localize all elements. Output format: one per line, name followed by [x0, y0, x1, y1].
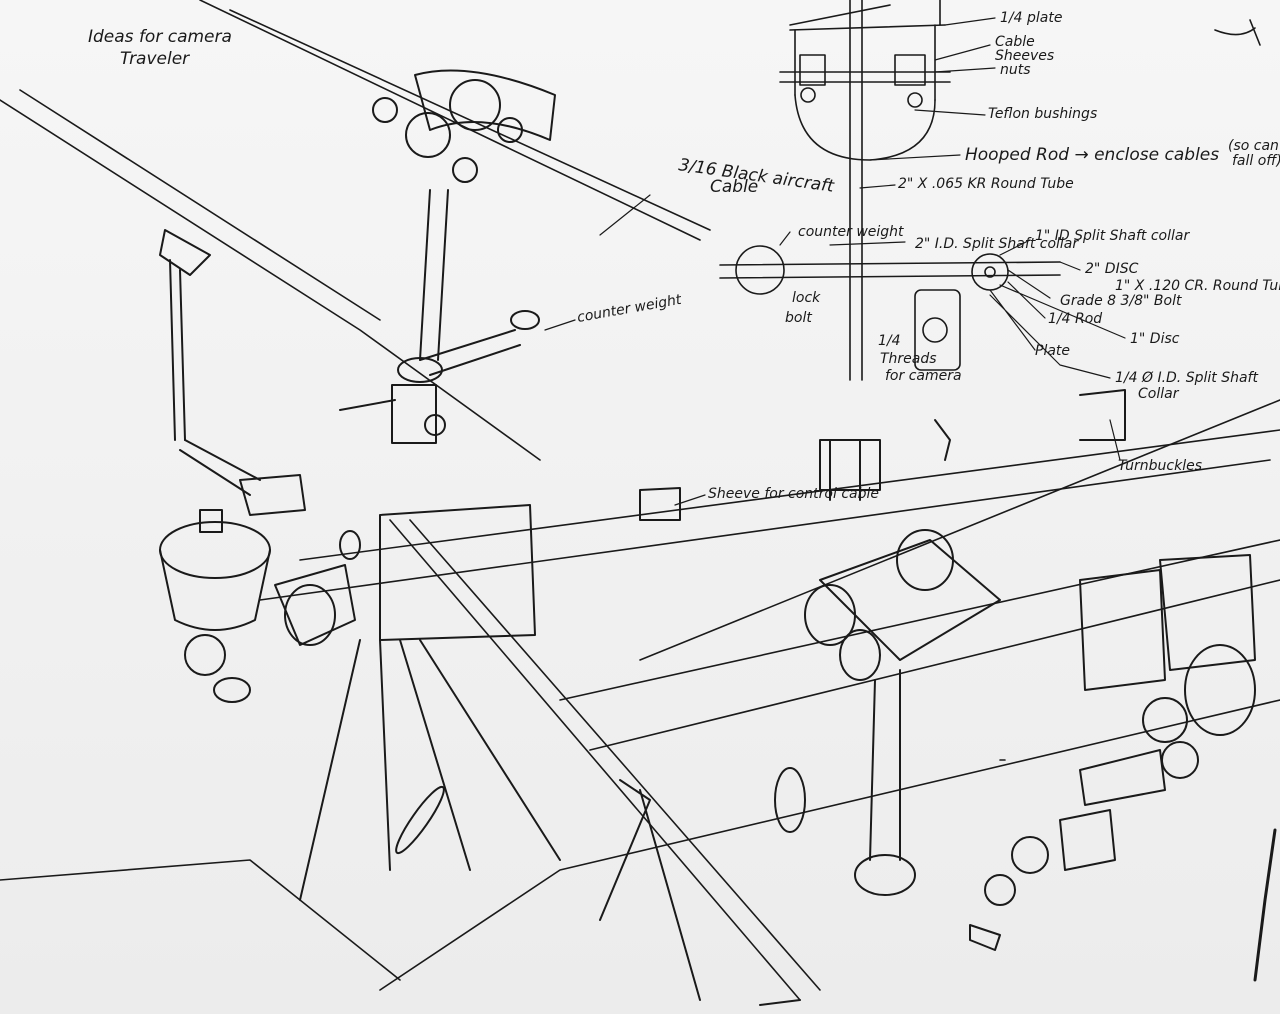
label-split-collar-quarter-2: Collar — [1138, 386, 1180, 402]
leader-lines — [544, 17, 1126, 506]
label-nuts: nuts — [1000, 62, 1031, 78]
label-sheeve-control-cable: Sheeve for control cable — [708, 486, 879, 502]
label-cable-sheeves-2: Sheeves — [995, 48, 1054, 64]
label-disc-1in: 1" Disc — [1130, 331, 1180, 347]
label-quarter-plate: 1/4 plate — [1000, 10, 1062, 26]
right-camera-assembly — [969, 554, 1256, 951]
center-traveler — [599, 389, 1126, 1006]
label-turnbuckles: Turnbuckles — [1118, 458, 1202, 474]
label-split-collar-quarter-1: 1/4 Ø I.D. Split Shaft — [1115, 370, 1258, 386]
left-camera-assembly — [159, 474, 561, 901]
title-line-1: Ideas for camera — [88, 27, 232, 47]
label-split-collar-1in: 1" ID Split Shaft collar — [1035, 228, 1190, 244]
label-split-collar-2in: 2" I.D. Split Shaft collar — [915, 236, 1079, 252]
label-teflon-bushings: Teflon bushings — [988, 106, 1097, 122]
label-threads-1: 1/4 — [878, 333, 901, 349]
label-cable-sheeves-1: Cable — [995, 34, 1035, 50]
label-so-cant-1: (so can't — [1228, 138, 1280, 154]
label-threads-2: Threads — [880, 351, 937, 367]
label-round-tube-2in: 2" X .065 KR Round Tube — [898, 176, 1074, 192]
label-bolt: bolt — [785, 310, 812, 326]
title-line-2: Traveler — [120, 49, 190, 69]
label-lock: lock — [792, 290, 821, 306]
label-quarter-rod: 1/4 Rod — [1048, 311, 1102, 327]
label-counter-weight-left: counter weight — [576, 292, 683, 326]
upper-traveler — [159, 69, 556, 496]
label-hooped-rod: Hooped Rod → enclose cables — [965, 145, 1219, 165]
annotations: Ideas for camera Traveler 3/16 Black air… — [88, 10, 1280, 502]
label-round-tube-1in: 1" X .120 CR. Round Tube — [1115, 278, 1280, 294]
label-counter-weight-right: counter weight — [798, 224, 904, 240]
label-aircraft-cable-2: Cable — [710, 177, 758, 197]
label-disc-2in: 2" DISC — [1085, 261, 1139, 277]
label-grade8-bolt: Grade 8 3/8" Bolt — [1060, 293, 1182, 309]
label-so-cant-2: fall off) — [1232, 153, 1280, 169]
label-plate: Plate — [1035, 343, 1070, 359]
label-threads-3: for camera — [885, 368, 962, 384]
